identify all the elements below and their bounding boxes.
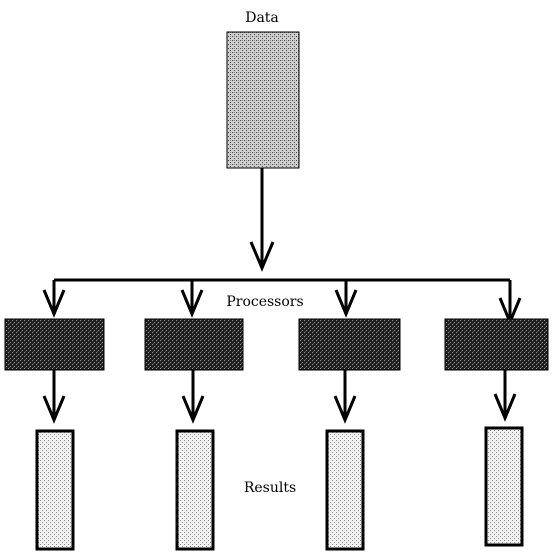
processor-to-result-arrow-3 bbox=[333, 370, 357, 424]
results-label: Results bbox=[244, 480, 296, 496]
result-4 bbox=[484, 426, 524, 547]
bus-to-processor-arrow-3 bbox=[334, 280, 358, 318]
processor-4 bbox=[444, 318, 549, 371]
processor-to-result-arrow-1 bbox=[42, 370, 66, 424]
processor-to-result-arrow-2 bbox=[181, 370, 205, 424]
processor-3 bbox=[298, 318, 401, 371]
processor-2 bbox=[144, 318, 244, 371]
result-1 bbox=[35, 429, 75, 551]
bus-to-processor-arrow-1 bbox=[42, 280, 66, 318]
result-3 bbox=[325, 429, 365, 551]
result-2 bbox=[175, 429, 215, 551]
data-to-bus-arrow bbox=[249, 168, 275, 272]
processors-label: Processors bbox=[226, 294, 303, 310]
bus-to-processor-arrow-4 bbox=[498, 280, 522, 326]
data-label: Data bbox=[245, 10, 279, 26]
data-block bbox=[226, 31, 300, 169]
processor-to-result-arrow-4 bbox=[493, 370, 517, 422]
processor-1 bbox=[4, 318, 105, 371]
bus-to-processor-arrow-2 bbox=[180, 280, 204, 318]
